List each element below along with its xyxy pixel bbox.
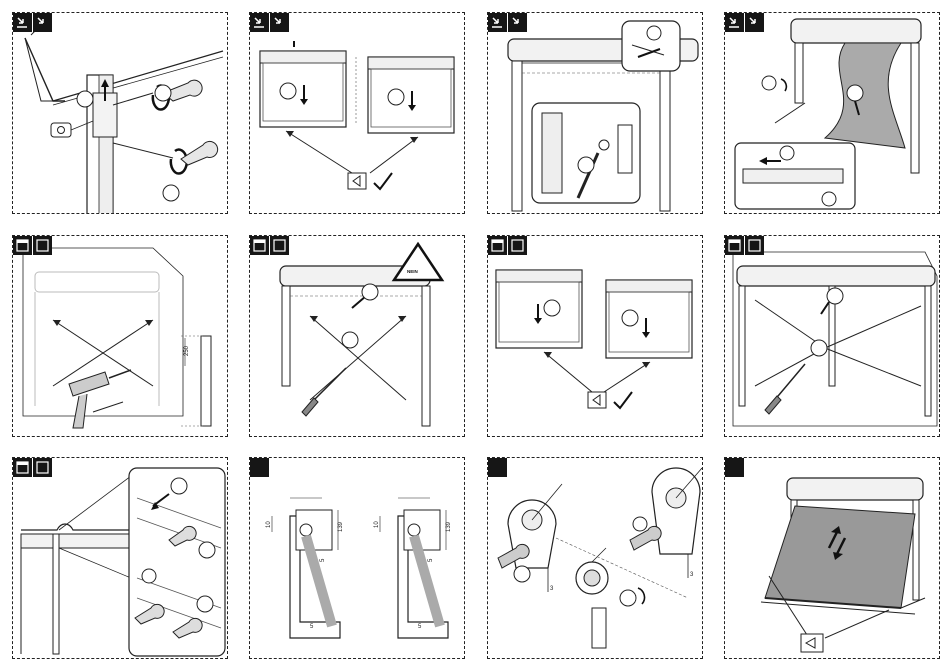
panel-header bbox=[725, 236, 764, 255]
cross-section-dimensions-illustration: 10 139 5 5 10 139 5 5 bbox=[250, 458, 465, 659]
arrow-icon bbox=[250, 13, 269, 32]
square-icon bbox=[725, 458, 744, 477]
dimension-label: 250 bbox=[184, 345, 190, 356]
dimension-label: 10 bbox=[374, 521, 380, 528]
double-screen-mounting-illustration bbox=[725, 236, 940, 437]
instruction-panel-1 bbox=[12, 12, 228, 214]
dimension-label: 5 bbox=[310, 624, 314, 630]
window-icon bbox=[744, 236, 764, 255]
window-icon bbox=[269, 236, 289, 255]
screen-frames-illustration bbox=[250, 13, 465, 214]
instruction-panel-4 bbox=[724, 12, 940, 214]
window-icon bbox=[250, 236, 269, 255]
panel-header bbox=[488, 458, 507, 477]
instruction-panel-12 bbox=[724, 457, 940, 659]
dimension-label: 139 bbox=[446, 521, 452, 532]
panel-header bbox=[725, 458, 744, 477]
arrow-icon bbox=[32, 13, 52, 32]
square-icon bbox=[250, 458, 269, 477]
instruction-panel-7 bbox=[487, 235, 703, 437]
part-label: 3 bbox=[690, 572, 694, 578]
window-icon bbox=[32, 236, 52, 255]
dimension-label: 5 bbox=[428, 558, 434, 562]
panel-header bbox=[488, 236, 527, 255]
gear-mechanism-illustration: 3 3 bbox=[488, 458, 703, 659]
dimension-label: 10 bbox=[266, 521, 272, 528]
arrow-icon bbox=[13, 13, 32, 32]
screen-frames-illustration bbox=[488, 236, 703, 437]
dimension-label: 5 bbox=[418, 624, 422, 630]
arrow-icon bbox=[269, 13, 289, 32]
window-icon bbox=[13, 236, 32, 255]
fabric-removal-illustration bbox=[725, 13, 940, 214]
panel-header bbox=[13, 458, 52, 477]
instruction-panel-8 bbox=[724, 235, 940, 437]
arrow-icon bbox=[488, 13, 507, 32]
instruction-panel-2 bbox=[249, 12, 465, 214]
bracket-assembly-illustration bbox=[13, 13, 228, 214]
instruction-panel-11: 3 3 bbox=[487, 457, 703, 659]
panel-header bbox=[250, 458, 269, 477]
window-icon bbox=[32, 458, 52, 477]
arrow-icon bbox=[507, 13, 527, 32]
panel-header bbox=[250, 13, 289, 32]
window-icon bbox=[507, 236, 527, 255]
instruction-panel-6: NEIN bbox=[249, 235, 465, 437]
window-icon bbox=[725, 236, 744, 255]
window-icon bbox=[13, 458, 32, 477]
finished-screen-illustration bbox=[725, 458, 940, 659]
drilling-layout-illustration: 250 bbox=[13, 236, 228, 437]
mounting-screwdriver-illustration: NEIN bbox=[250, 236, 465, 437]
cassette-key-adjust-illustration bbox=[13, 458, 228, 659]
arrow-icon bbox=[725, 13, 744, 32]
panel-header bbox=[250, 236, 289, 255]
instruction-panel-10: 10 139 5 5 10 139 5 5 bbox=[249, 457, 465, 659]
panel-header bbox=[13, 236, 52, 255]
instruction-panel-3 bbox=[487, 12, 703, 214]
part-label: 3 bbox=[550, 586, 554, 592]
panel-header bbox=[725, 13, 764, 32]
dimension-label: 139 bbox=[338, 521, 344, 532]
square-icon bbox=[488, 458, 507, 477]
dimension-label: 5 bbox=[320, 558, 326, 562]
arrow-icon bbox=[744, 13, 764, 32]
warning-badge: NEIN bbox=[407, 269, 418, 274]
instruction-panel-9 bbox=[12, 457, 228, 659]
cassette-detail-illustration bbox=[488, 13, 703, 214]
window-icon bbox=[488, 236, 507, 255]
panel-header bbox=[488, 13, 527, 32]
panel-header bbox=[13, 13, 52, 32]
instruction-panel-5: 250 bbox=[12, 235, 228, 437]
